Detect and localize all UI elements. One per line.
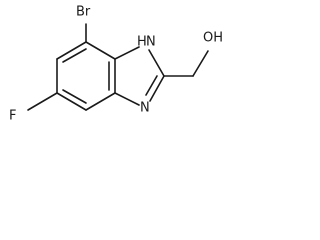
double-bond-c2-n3 xyxy=(145,75,158,96)
bond-c6-n1 xyxy=(114,46,140,60)
chemical-structure: Br F H N N OH xyxy=(9,5,223,124)
nh-hydrogen-label: H xyxy=(137,35,147,50)
bond-c3-c4 xyxy=(56,92,87,111)
imine-nitrogen-label: N xyxy=(140,101,150,116)
bond-c4-c5 xyxy=(85,92,116,111)
double-bond-c3-c4 xyxy=(62,89,87,104)
hydroxyl-label: OH xyxy=(203,31,223,46)
bond-ch2-o xyxy=(192,50,209,77)
bond-n1-c2 xyxy=(148,49,165,77)
imidazole-ring xyxy=(114,46,165,106)
bond-c1-c2 xyxy=(56,41,87,60)
bond-c2-n3 xyxy=(149,75,165,102)
bromine-label: Br xyxy=(76,5,91,20)
benzene-ring xyxy=(56,41,116,111)
fluorine-label: F xyxy=(9,109,16,124)
nh-nitrogen-label: N xyxy=(146,35,156,50)
bond-c3-f xyxy=(27,92,58,111)
bond-c6-c1 xyxy=(85,41,116,60)
bond-n3-c5 xyxy=(114,92,140,106)
double-bond-c1-c2 xyxy=(62,48,87,63)
